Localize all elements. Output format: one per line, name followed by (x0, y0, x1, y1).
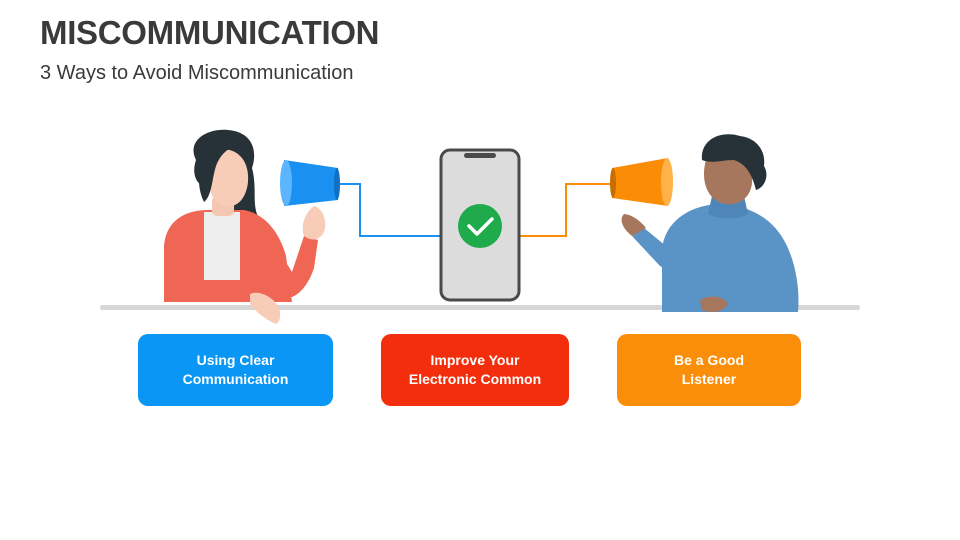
way-label: Be a Good Listener (673, 352, 744, 387)
smartphone (439, 148, 521, 302)
cup-right (610, 158, 673, 206)
cup-left (280, 160, 340, 206)
way-box-clear-communication: Using Clear Communication (138, 334, 333, 406)
check-circle (458, 204, 502, 248)
page-subtitle: 3 Ways to Avoid Miscommunication (40, 62, 354, 84)
check-icon (467, 217, 494, 236)
string-left (336, 183, 442, 237)
way-label: Improve Your Electronic Common (408, 352, 542, 387)
man-figure (621, 134, 799, 312)
way-label: Using Clear Communication (182, 352, 289, 387)
page-title: MISCOMMUNICATION (40, 14, 380, 51)
string-right (518, 183, 612, 237)
way-box-good-listener: Be a Good Listener (617, 334, 801, 406)
woman-figure (164, 129, 326, 324)
way-box-electronic-communication: Improve Your Electronic Common (381, 334, 569, 406)
